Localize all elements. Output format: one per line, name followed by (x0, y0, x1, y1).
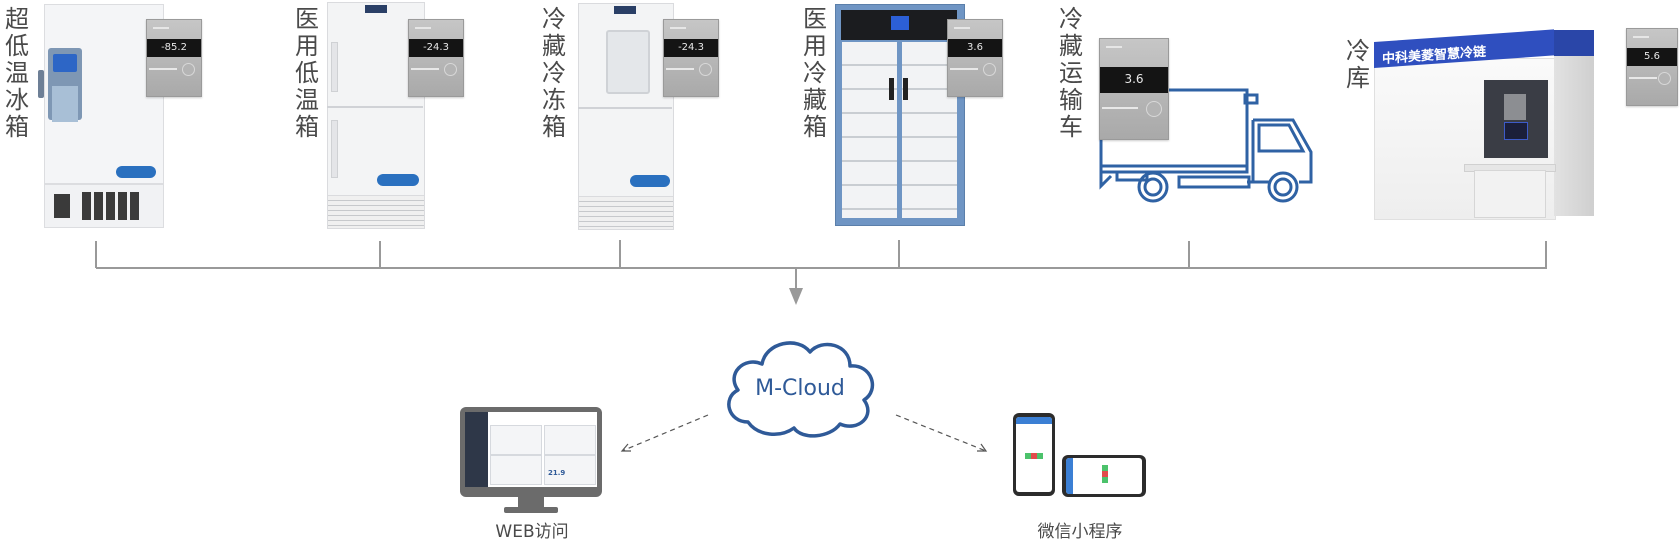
temperature-controller: -24.3 (408, 19, 464, 97)
ultra-low-freezer-image (38, 4, 164, 230)
display-value: -85.2 (161, 42, 187, 53)
device-label-refrigerator-freezer: 冷藏冷冻箱 (542, 5, 566, 141)
device-label-ultra-low-freezer: 超低温冰箱 (5, 5, 29, 141)
wechat-mini-program-label: 微信小程序 (1037, 522, 1123, 542)
temperature-controller: -24.3 (663, 19, 719, 97)
device-label-medical-refrigerator: 医用冷藏箱 (803, 5, 827, 141)
temperature-controller: 3.6 (1099, 38, 1169, 140)
mobile-phone-landscape-icon (1062, 455, 1146, 497)
display-value: -24.3 (678, 42, 704, 53)
cold-storage-room-image: 中科美菱智慧冷链 (1374, 18, 1594, 220)
device-label-cold-storage: 冷库 (1346, 37, 1370, 92)
cloud-icon (727, 341, 875, 438)
dashed-arrow-web (621, 414, 709, 452)
display-value: 5.6 (1644, 51, 1660, 62)
display-value: 3.6 (967, 42, 983, 53)
web-access-label: WEB访问 (495, 522, 569, 542)
medical-refrigerator-image (835, 4, 965, 230)
refrigerated-truck-icon (1099, 88, 1313, 203)
display-value: 3.6 (1124, 72, 1144, 86)
temperature-controller: -85.2 (146, 19, 202, 97)
refrigerator-freezer-image (578, 3, 674, 231)
web-screen-value: 21.9 (548, 469, 566, 477)
mobile-phone-portrait-icon (1013, 413, 1055, 496)
cloud-label: M-Cloud (755, 376, 845, 401)
device-label-refrigerated-truck: 冷藏运输车 (1059, 5, 1083, 141)
temperature-controller: 3.6 (947, 19, 1003, 97)
display-value: -24.3 (423, 42, 449, 53)
device-label-medical-low-temp-freezer: 医用低温箱 (295, 5, 319, 141)
dashed-arrow-mobile (895, 414, 987, 452)
temperature-controller: 5.6 (1626, 28, 1678, 106)
web-monitor-icon: 21.9 (460, 407, 602, 522)
arrow-head (789, 288, 803, 305)
